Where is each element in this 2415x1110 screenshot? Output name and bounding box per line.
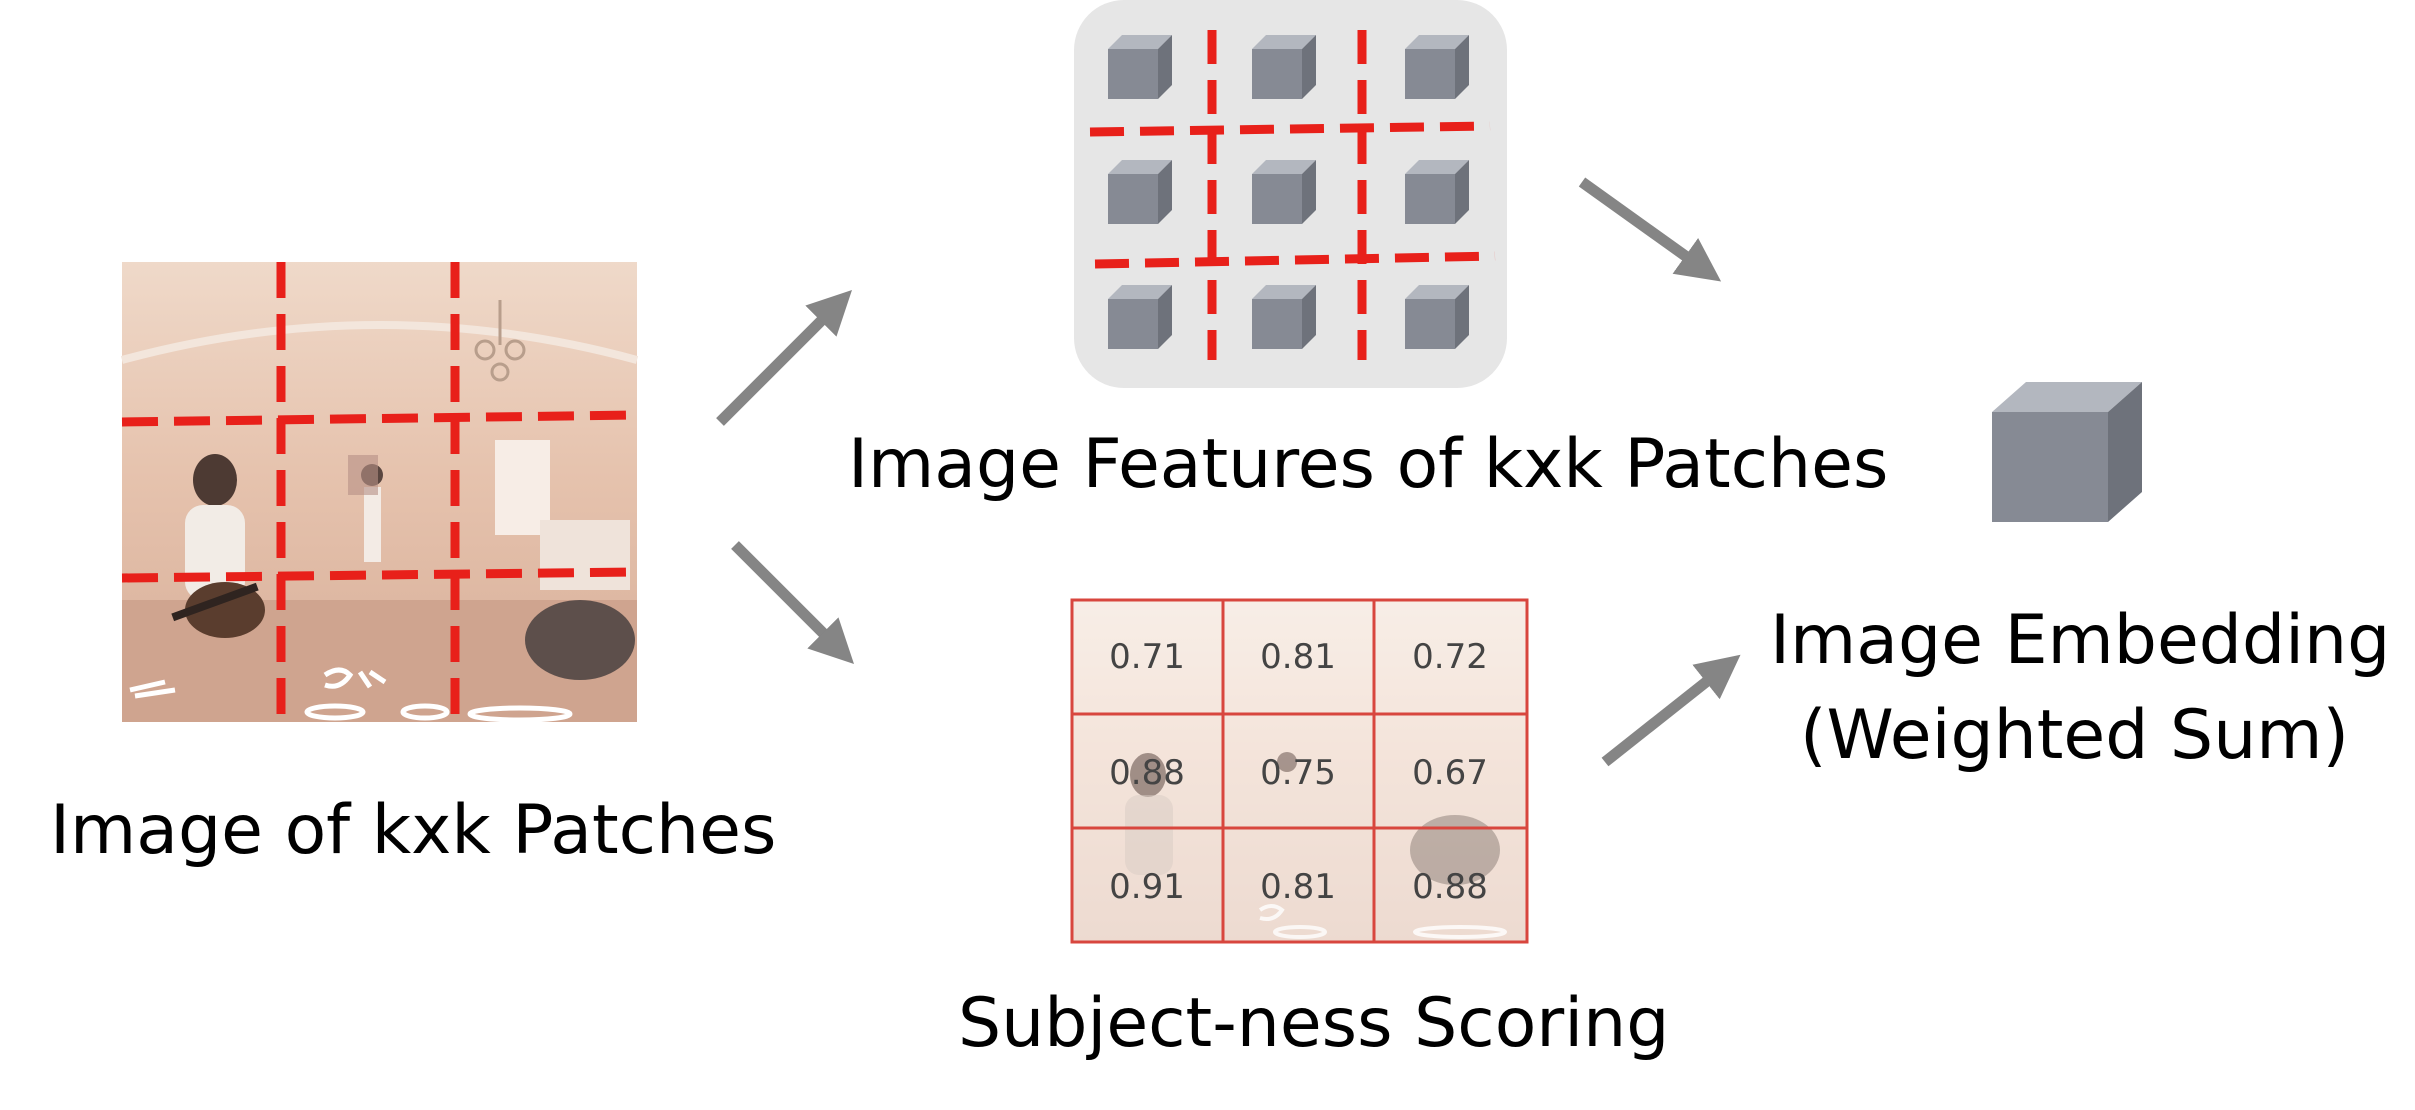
arrow-scoring-to-embedding: [1601, 654, 1741, 767]
patch-score: 0.81: [1260, 637, 1336, 677]
arrow-to-features: [716, 289, 853, 426]
patch-grid-lines: [121, 262, 638, 722]
patch-score: 0.71: [1109, 637, 1185, 677]
embedding-cube-icon: [1992, 382, 2142, 522]
embedding-label-line2: (Weighted Sum): [1800, 696, 2350, 775]
patch-score: 0.88: [1109, 753, 1185, 793]
feature-panel: [1074, 0, 1507, 388]
feature-cube-icons: [1108, 35, 1469, 349]
feature-grid-lines: [1089, 30, 1496, 360]
patch-score: 0.75: [1260, 753, 1336, 793]
patch-score: 0.67: [1412, 753, 1488, 793]
features-label: Image Features of kxk Patches: [848, 425, 1889, 504]
input-panorama-image: [120, 262, 639, 723]
patch-score: 0.72: [1412, 637, 1488, 677]
patch-score: 0.81: [1260, 867, 1336, 907]
arrow-features-to-embedding: [1578, 177, 1722, 282]
scoring-panel: 0.71 0.81 0.72 0.88 0.75 0.67 0.91 0.81 …: [1070, 598, 1529, 944]
input-image-label: Image of kxk Patches: [50, 791, 777, 870]
embedding-label-line1: Image Embedding: [1770, 601, 2391, 680]
score-grid-lines: [1070, 598, 1529, 944]
patch-score: 0.91: [1109, 867, 1185, 907]
patch-score: 0.88: [1412, 867, 1488, 907]
arrow-to-scoring: [731, 541, 855, 665]
scoring-label: Subject-ness Scoring: [958, 984, 1670, 1063]
